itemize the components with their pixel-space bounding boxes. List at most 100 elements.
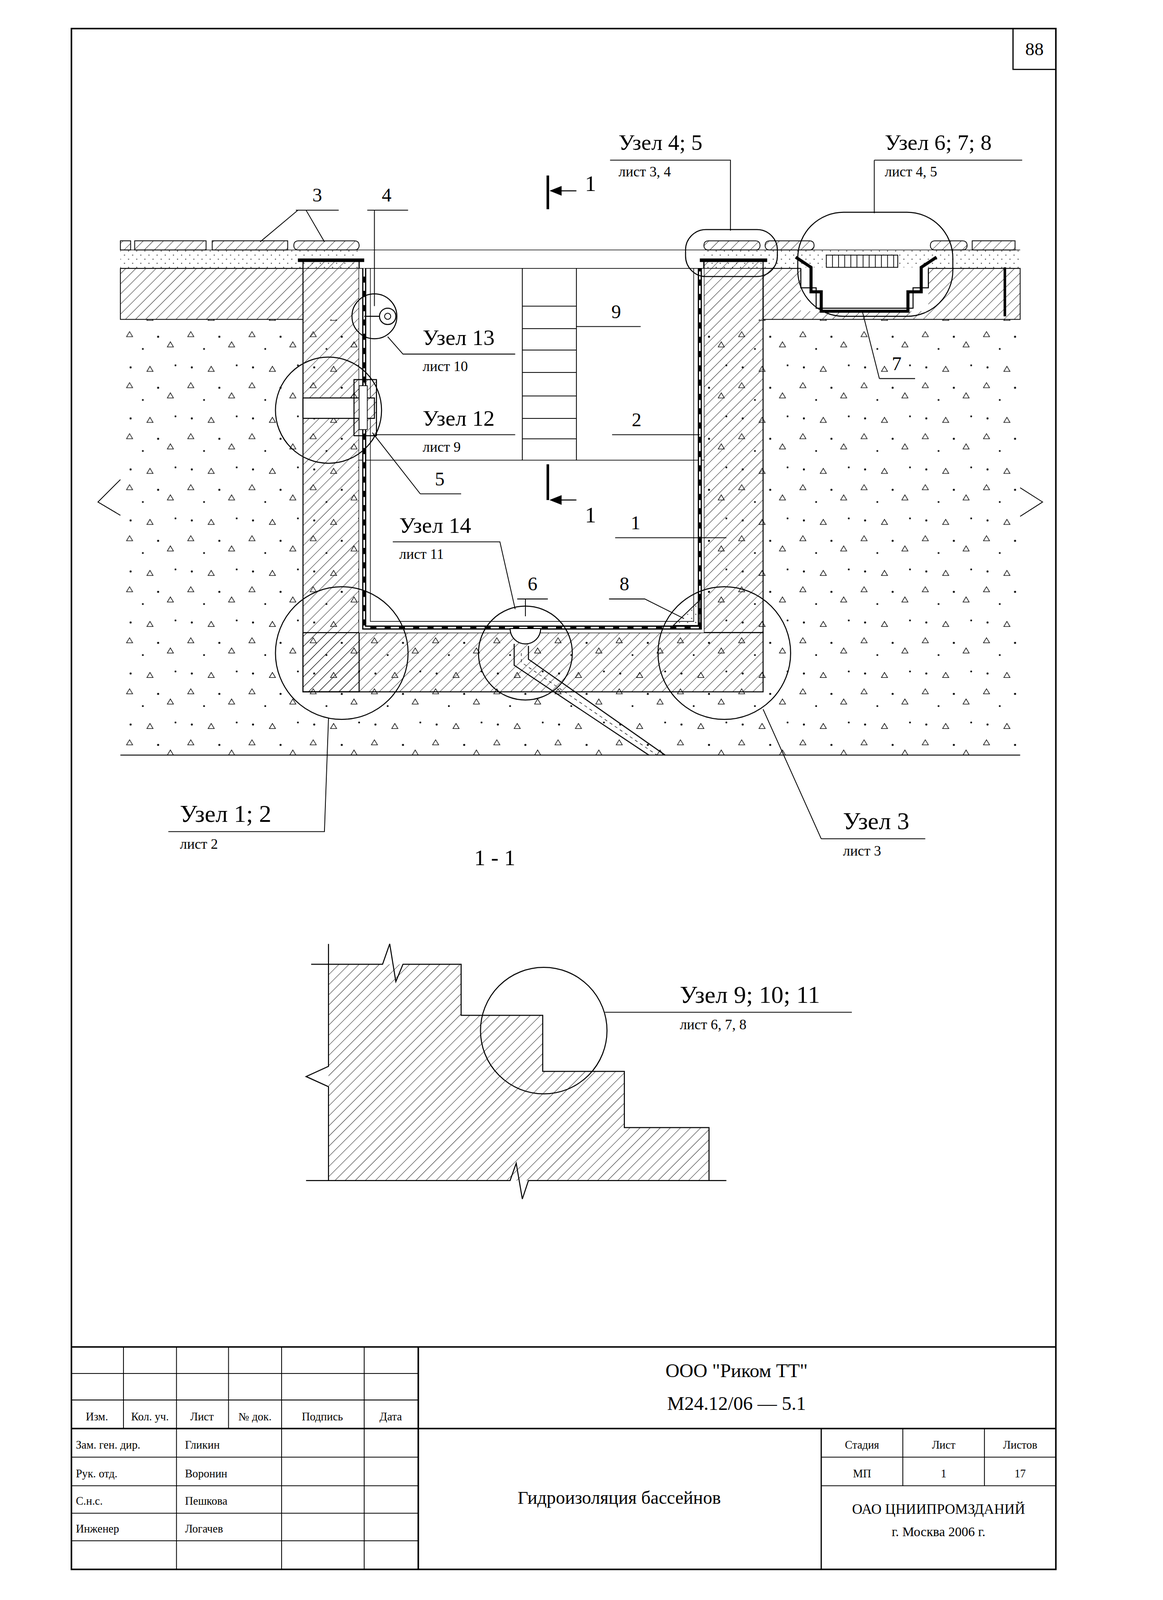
- title-block: [123, 1346, 365, 1570]
- page-number: 88: [1024, 39, 1045, 60]
- ground: [1020, 487, 1043, 517]
- leader-line: [367, 210, 409, 306]
- title-block: [417, 1346, 419, 1570]
- stair-detail: [328, 963, 710, 1181]
- detail-callout: [275, 356, 382, 464]
- title-block-cell: Стадия: [843, 1438, 881, 1451]
- document-code: М24.12/06 — 5.1: [665, 1392, 808, 1415]
- waterproofing: [364, 268, 700, 628]
- waterproofing: [298, 258, 768, 263]
- section-mark: [550, 190, 577, 500]
- title-block-cell: Рук. отд.: [74, 1466, 119, 1480]
- leader-line: [762, 709, 926, 839]
- title-block-cell: Дата: [378, 1410, 404, 1423]
- leader-line: [604, 1011, 852, 1013]
- organization-city: г. Москва 2006 г.: [890, 1523, 988, 1539]
- stair-detail: [306, 943, 329, 1181]
- title-block: [71, 1373, 419, 1541]
- title-block-cell: Логачев: [183, 1522, 225, 1535]
- leader-line: [608, 598, 684, 619]
- title-block-cell: Кол. уч.: [129, 1410, 171, 1423]
- drain: [509, 628, 665, 756]
- sheet-reference: лист 4, 5: [883, 164, 939, 180]
- sheet-reference: лист 11: [397, 546, 446, 562]
- ladder: [522, 268, 577, 461]
- pool-structure: [704, 260, 764, 633]
- sheet-frame: [71, 28, 1056, 1570]
- title-block: [821, 1428, 1056, 1486]
- waterproofing: [298, 260, 768, 628]
- wall-sleeve: [359, 385, 368, 430]
- ground: [120, 754, 1020, 756]
- pool-structure: [303, 260, 764, 692]
- detail-callout: Узел 4; 5: [617, 130, 704, 155]
- title-block-cell: С.н.с.: [74, 1494, 104, 1507]
- sheet-reference: лист 9: [421, 439, 463, 455]
- title-block-cell: Инженер: [74, 1522, 121, 1535]
- title-block-cell: 1: [939, 1466, 948, 1480]
- title-block-cell: Пешкова: [183, 1494, 229, 1507]
- detail-callout: Узел 6; 7; 8: [883, 130, 994, 155]
- section-mark: [547, 175, 577, 505]
- section-mark: 1: [583, 502, 598, 528]
- pool-structure: [359, 268, 705, 633]
- title-block: [820, 1428, 823, 1570]
- title-block-cell: Листов: [1001, 1438, 1039, 1451]
- callout-number: 8: [617, 573, 631, 595]
- floor-tiles: [930, 240, 968, 250]
- gutter: [795, 255, 937, 312]
- floor-tiles: [120, 240, 131, 250]
- title-block: [71, 1427, 1056, 1429]
- stair-detail: [306, 1163, 727, 1199]
- callout-number: 5: [433, 468, 446, 490]
- callout-number: 4: [380, 184, 393, 206]
- ground: [120, 268, 304, 320]
- ground: [1003, 267, 1007, 316]
- section-mark: [546, 175, 550, 500]
- ladder: [522, 268, 577, 461]
- waterproofing: [370, 268, 695, 622]
- organization-name: ОАО ЦНИИПРОМЗДАНИЙ: [850, 1501, 1027, 1517]
- title-block: [71, 1345, 1056, 1348]
- section-mark: 1: [583, 171, 598, 196]
- pool-structure: [303, 260, 360, 692]
- leader-line: [168, 159, 1023, 1012]
- section-mark: [550, 495, 561, 505]
- ladder: [522, 306, 577, 439]
- inlet-fitting: [384, 313, 391, 320]
- organization-name: ООО "Риком ТТ": [663, 1359, 809, 1382]
- sheet-frame: [71, 28, 1056, 1570]
- detail-callout: Узел 12: [421, 406, 497, 431]
- leader-line: [615, 537, 727, 539]
- detail-callout: [275, 212, 953, 1094]
- fillet: [673, 599, 700, 626]
- inlet-fitting: [364, 308, 396, 325]
- pool-structure: [359, 268, 705, 633]
- gutter: [832, 255, 894, 268]
- detail-callout: [685, 229, 778, 277]
- wall-sleeve: [303, 379, 377, 436]
- callout-number: 3: [311, 184, 324, 206]
- inlet-fitting: [379, 308, 397, 325]
- fillet: [673, 599, 700, 626]
- leader-line: [517, 598, 548, 617]
- detail-callout: Узел 14: [397, 513, 473, 538]
- leader-line: [392, 541, 516, 610]
- title-block-cell: Лист: [188, 1410, 216, 1423]
- callout-number: 9: [609, 301, 623, 323]
- waterproofing: [359, 260, 705, 269]
- drain: [521, 653, 658, 756]
- ground: [97, 249, 1043, 755]
- title-block-cell: № док.: [236, 1410, 273, 1423]
- title-block-cell: Гликин: [183, 1438, 222, 1451]
- ground: [97, 479, 121, 515]
- floor-tiles: [972, 240, 1015, 250]
- stair-detail: [311, 943, 710, 1181]
- leader-line: [576, 325, 641, 327]
- leader-line: [168, 718, 329, 832]
- callout-number: 6: [526, 573, 539, 595]
- ground: [120, 249, 1020, 268]
- wall-sleeve: [354, 379, 377, 436]
